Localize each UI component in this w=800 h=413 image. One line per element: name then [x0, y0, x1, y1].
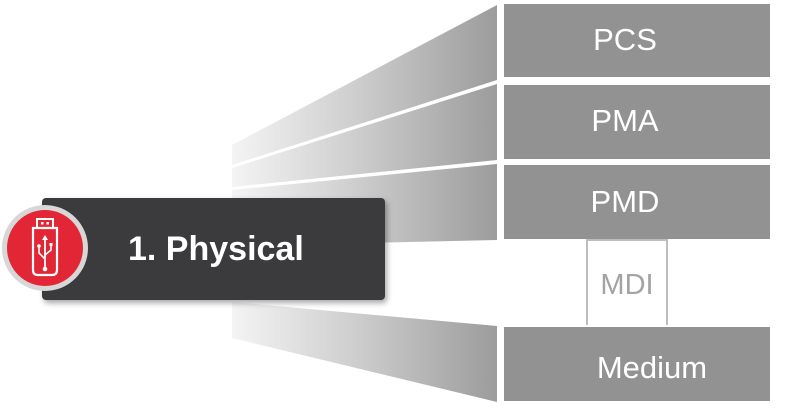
sublayer-pcs-label: PCS [593, 22, 657, 57]
sublayer-stack: PCS PMA PMD MDI Medium [502, 2, 772, 403]
sublayer-pma-box [502, 83, 772, 161]
mdi-label: MDI [600, 269, 653, 301]
sublayer-pmd-box [502, 163, 772, 241]
medium-box [502, 325, 772, 403]
mdi-box [586, 239, 668, 327]
usb-icon [2, 205, 88, 291]
sublayer-pmd-label: PMD [591, 184, 660, 219]
fan-connector-pcs [232, 5, 497, 165]
osi-layer-box [42, 198, 385, 300]
osi-layer-badge: 1. Physical [2, 198, 385, 300]
sublayer-pcs-box [502, 2, 772, 79]
osi-layer-label: 1. Physical [128, 230, 304, 268]
sublayer-pma-label: PMA [591, 103, 659, 138]
fan-connector-pma [232, 84, 497, 187]
medium-label: Medium [597, 350, 707, 385]
fan-connector-medium [232, 302, 497, 402]
